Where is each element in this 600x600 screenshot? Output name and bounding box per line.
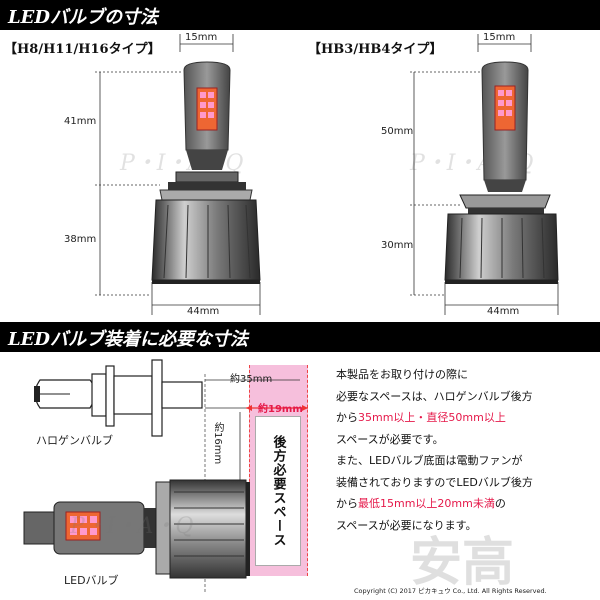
desc-line-5: また、LEDバルブ底面は電動ファンが [336,454,523,467]
dim-16mm: 約16mm [212,422,223,465]
required-space-label: 後方必要スペース [255,416,301,566]
dim-35mm: 約35mm [230,374,273,385]
desc-line-6: 装備されておりますのでLEDバルブ後方 [336,475,533,489]
right-dim-bottom-width: 44mm [487,306,520,317]
desc-line-7: から最低15mm以上20mm未満の [336,497,506,510]
section1-header-bar: LEDバルブの寸法 [0,0,600,30]
halogen-bulb-label: ハロゲンバルブ [36,434,113,447]
desc-line-8: スペースが必要になります。 [336,518,477,532]
dim-19mm: 約19mm [258,404,303,415]
desc-highlight-1: 35mm以上・直径50mm以上 [358,411,506,424]
right-dim-top-width: 15mm [483,32,516,43]
desc-line-3: から35mm以上・直径50mm以上 [336,411,506,424]
desc-line-4: スペースが必要です。 [336,432,444,446]
left-dim-bottom-width: 44mm [187,306,220,317]
left-type-label: 【H8/H11/H16タイプ】 [4,42,161,57]
right-type-label: 【HB3/HB4タイプ】 [308,42,443,57]
left-dim-height-upper: 41mm [64,116,97,127]
right-dim-height-lower: 30mm [381,240,414,251]
led-bulb-label: LEDバルブ [64,574,119,587]
watermark-logo: 安高 [410,532,515,593]
desc-line-1: 本製品をお取り付けの際に [336,368,468,381]
section1-title: LEDバルブの寸法 [8,7,158,28]
installation-description: 本製品をお取り付けの際に 必要なスペースは、ハロゲンバルブ後方 から35mm以上… [336,364,598,536]
left-dim-height-lower: 38mm [64,234,97,245]
section2-title: LEDバルブ装着に必要な寸法 [8,329,248,350]
right-dim-height-upper: 50mm [381,126,414,137]
watermark-3: P・I・A・Q [70,514,194,539]
desc-highlight-2: 最低15mm以上20mm未満 [358,497,495,510]
installation-drawing [23,359,308,592]
left-bulb-drawing [95,34,261,315]
section2-header-bar: LEDバルブ装着に必要な寸法 [0,322,600,352]
right-bulb-drawing [410,34,559,315]
copyright-text: Copyright (C) 2017 ピカキュウ Co., Ltd. All R… [354,587,547,595]
desc-line-2: 必要なスペースは、ハロゲンバルブ後方 [336,389,533,403]
left-dim-top-width: 15mm [185,32,218,43]
